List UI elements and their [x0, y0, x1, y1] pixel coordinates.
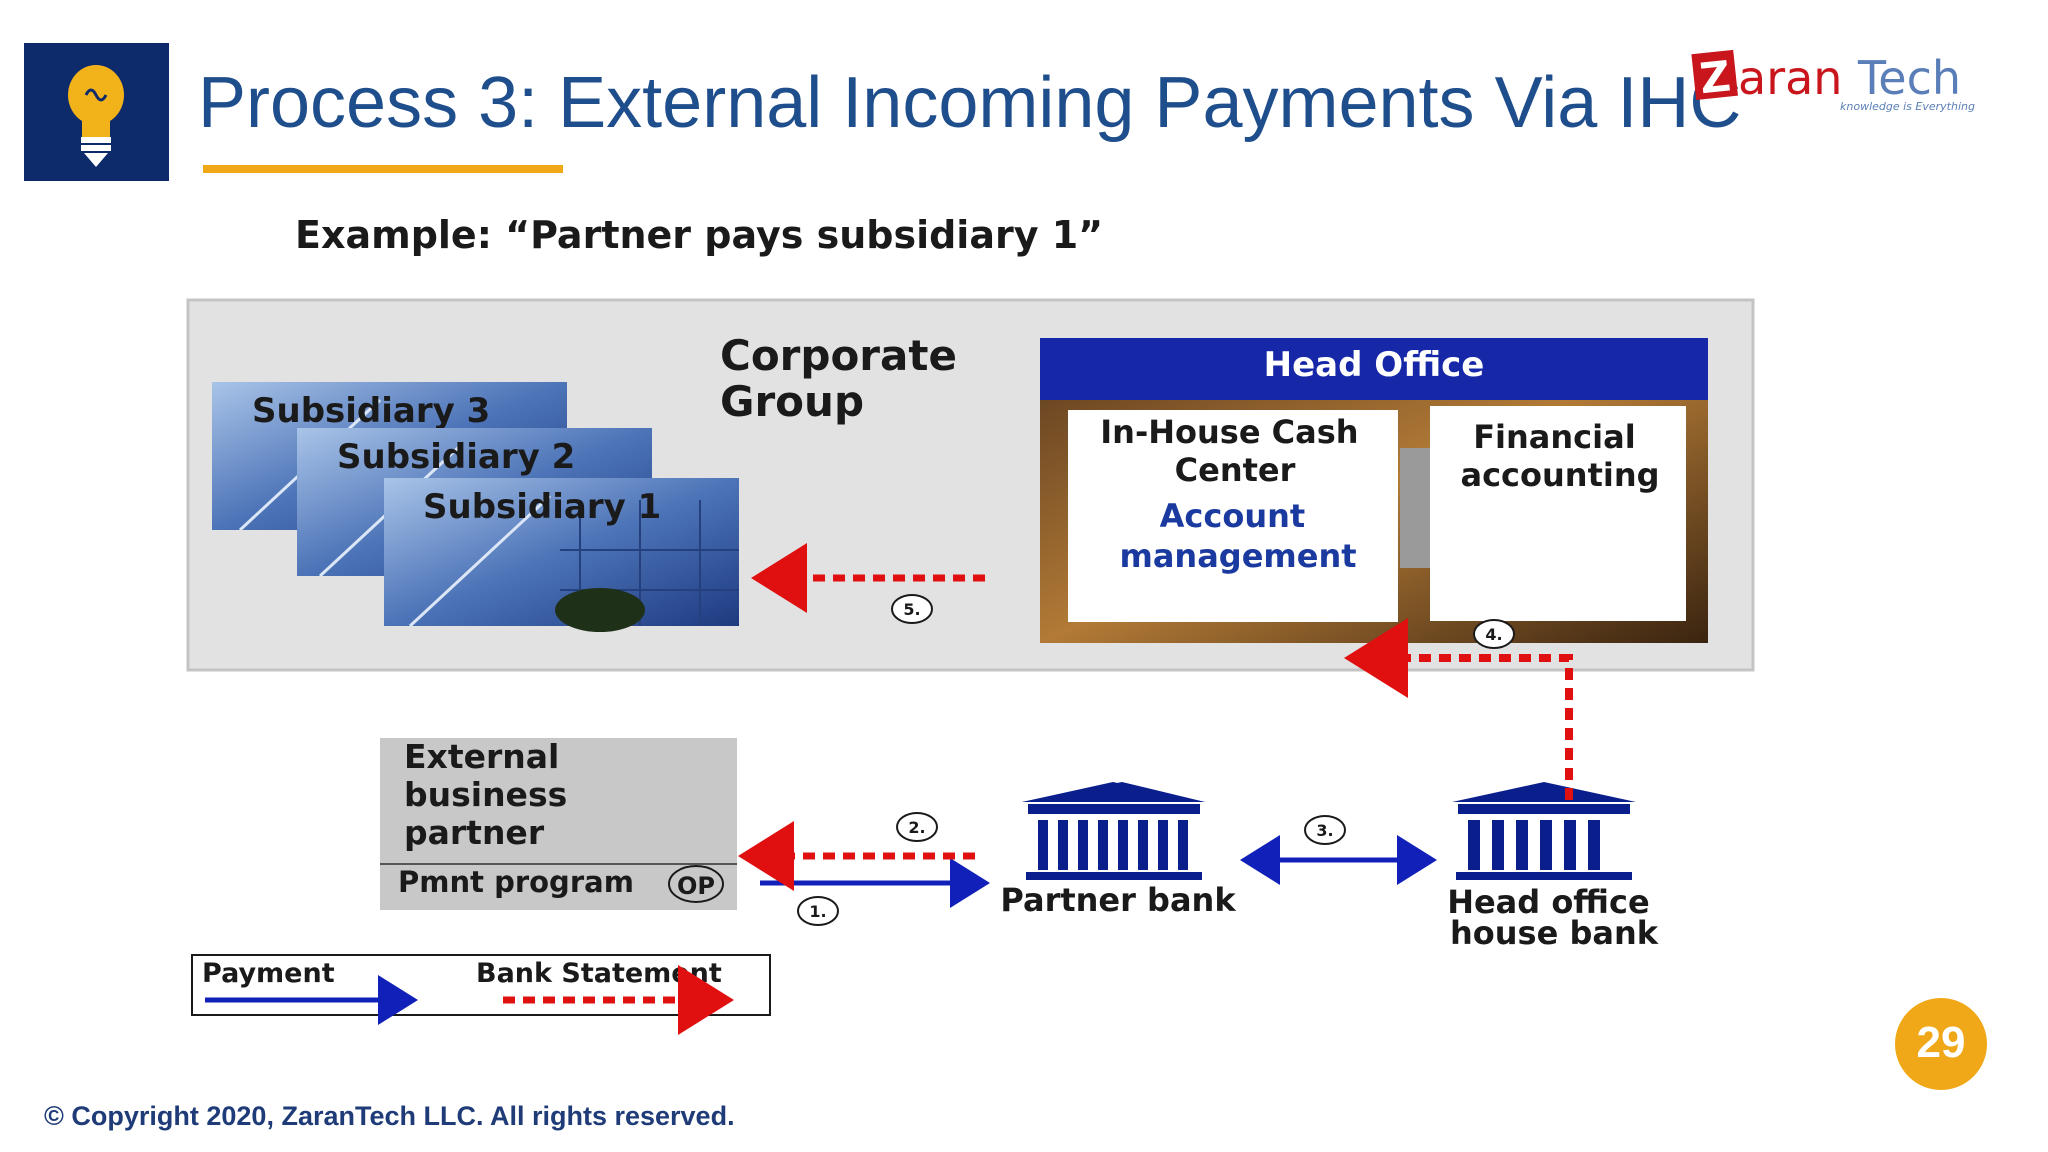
head-office-label: Head Office — [1264, 345, 1485, 385]
svg-text:4.: 4. — [1485, 625, 1502, 644]
example-caption: Example: “Partner pays subsidiary 1” — [295, 213, 1103, 257]
svg-text:2.: 2. — [908, 818, 925, 837]
svg-text:5.: 5. — [903, 600, 920, 619]
pmnt-program-label: Pmnt program — [398, 865, 634, 899]
house-bank-label: Head office house bank — [1447, 883, 1661, 952]
svg-text:aran: aran — [1738, 51, 1842, 105]
step-4-badge: 4. — [1473, 619, 1515, 649]
subsidiary-1-card: Subsidiary 1 — [384, 478, 739, 632]
lightbulb-logo-box — [24, 43, 169, 181]
in-house-cash-center-box — [1068, 410, 1398, 622]
step-5-badge: 5. — [891, 594, 933, 624]
corporate-group-label: Corporate Group — [720, 331, 972, 426]
slide-title: Process 3: External Incoming Payments Vi… — [198, 63, 1742, 143]
legend-statement-label: Bank Statement — [476, 958, 722, 989]
account-management-label: Account management — [1119, 497, 1356, 575]
step-3-badge: 3. — [1304, 815, 1346, 845]
title-underline — [203, 165, 563, 173]
svg-text:knowledge is Everything: knowledge is Everything — [1840, 100, 1975, 113]
step-1-badge: 1. — [797, 896, 839, 926]
subsidiary-3-label: Subsidiary 3 — [252, 391, 490, 431]
partner-bank-icon — [1022, 782, 1205, 880]
step-2-badge: 2. — [896, 812, 938, 842]
svg-text:Tech: Tech — [1857, 51, 1961, 105]
op-label: OP — [677, 872, 715, 900]
zarantech-logo: Z aran Tech knowledge is Everything — [1691, 49, 1975, 113]
financial-accounting-label: Financial accounting — [1460, 418, 1659, 494]
svg-text:Z: Z — [1697, 51, 1732, 103]
house-bank-icon — [1452, 782, 1636, 880]
arrow-step-4 — [1344, 618, 1573, 800]
svg-text:1.: 1. — [809, 902, 826, 921]
page-number-badge — [1895, 998, 1987, 1090]
legend-payment-label: Payment — [202, 958, 335, 989]
subsidiary-2-label: Subsidiary 2 — [337, 437, 575, 477]
svg-text:3.: 3. — [1316, 821, 1333, 840]
external-partner-box: External business partner Pmnt program O… — [380, 737, 737, 910]
ihc-process-diagram: Example: “Partner pays subsidiary 1” Cor… — [186, 213, 1755, 1035]
subsidiary-1-label: Subsidiary 1 — [423, 487, 661, 527]
external-partner-label: External business partner — [404, 737, 579, 852]
legend-box: Payment Bank Statement — [191, 954, 771, 1035]
page-number: 29 — [1916, 1018, 1966, 1067]
lightbulb-icon — [68, 65, 124, 167]
financial-accounting-box — [1430, 406, 1686, 621]
copyright-text: © Copyright 2020, ZaranTech LLC. All rig… — [44, 1101, 735, 1131]
partner-bank-label: Partner bank — [1000, 881, 1236, 919]
ihc-label: In-House Cash Center — [1100, 413, 1369, 489]
op-circle — [668, 865, 724, 903]
head-office-box: Head Office In-House Cash Center Account… — [1040, 338, 1708, 643]
